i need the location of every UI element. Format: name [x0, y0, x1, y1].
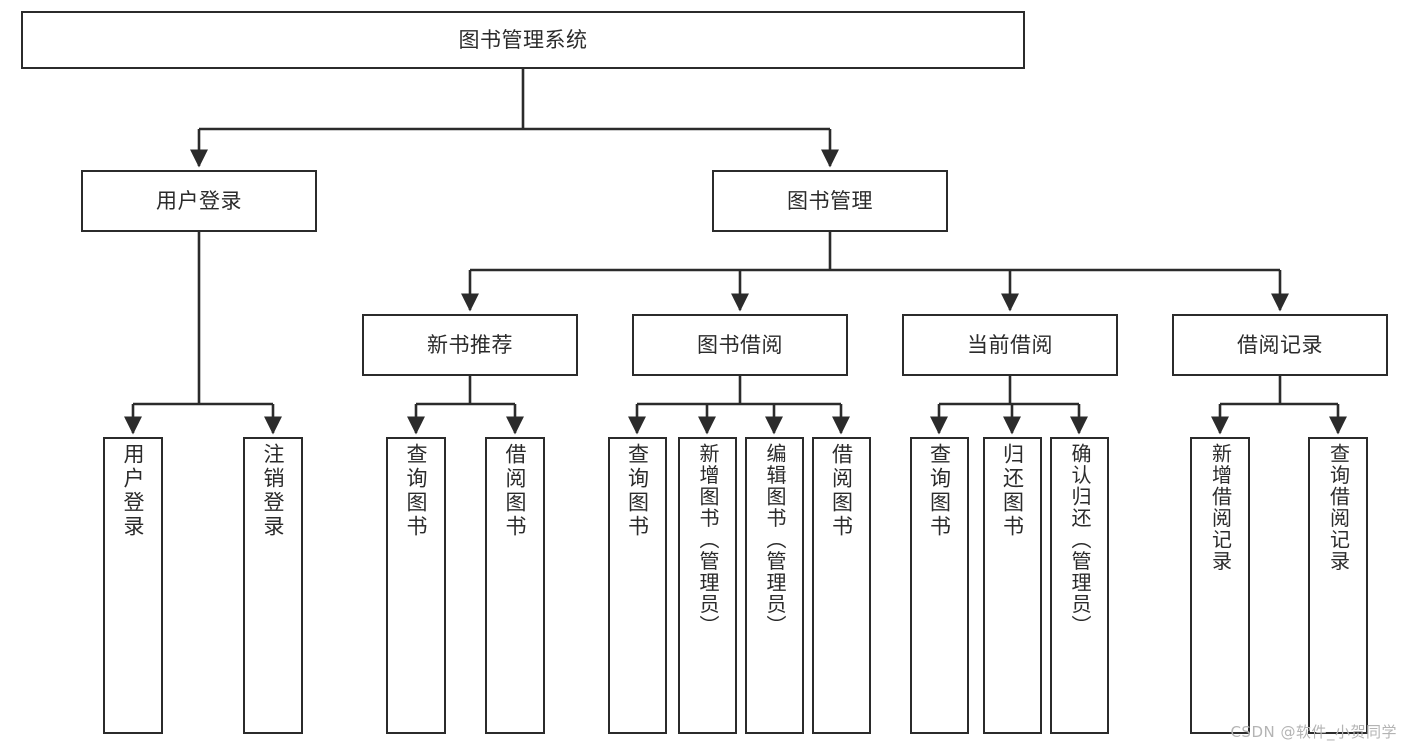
leaf-borrow-book-1-label: 借阅图书: [503, 443, 528, 539]
leaf-edit-book[interactable]: 编辑图书（管理员）: [745, 437, 804, 734]
leaf-borrow-book-1[interactable]: 借阅图书: [485, 437, 545, 734]
leaf-confirm-return-label: 确认归还（管理员）: [1068, 443, 1092, 637]
leaf-query-record-label: 查询借阅记录: [1326, 443, 1351, 572]
leaf-add-record-label: 新增借阅记录: [1208, 443, 1233, 572]
leaf-query-book-2-label: 查询图书: [625, 443, 650, 539]
leaf-return-book[interactable]: 归还图书: [983, 437, 1042, 734]
leaf-logout[interactable]: 注销登录: [243, 437, 303, 734]
node-book-borrow-label: 图书借阅: [697, 332, 783, 357]
csdn-watermark: CSDN @软件_小贺同学: [1230, 723, 1397, 741]
node-borrow-record[interactable]: 借阅记录: [1172, 314, 1388, 376]
leaf-borrow-book-2[interactable]: 借阅图书: [812, 437, 871, 734]
node-new-book-rec[interactable]: 新书推荐: [362, 314, 578, 376]
leaf-query-book-1[interactable]: 查询图书: [386, 437, 446, 734]
leaf-query-book-1-label: 查询图书: [404, 443, 429, 539]
leaf-add-record[interactable]: 新增借阅记录: [1190, 437, 1250, 734]
node-current-borrow[interactable]: 当前借阅: [902, 314, 1118, 376]
leaf-query-book-3[interactable]: 查询图书: [910, 437, 969, 734]
node-borrow-record-label: 借阅记录: [1237, 332, 1323, 357]
leaf-return-book-label: 归还图书: [1000, 443, 1025, 539]
leaf-query-record[interactable]: 查询借阅记录: [1308, 437, 1368, 734]
leaf-edit-book-label: 编辑图书（管理员）: [763, 443, 787, 637]
node-book-borrow[interactable]: 图书借阅: [632, 314, 848, 376]
leaf-query-book-3-label: 查询图书: [927, 443, 952, 539]
node-user-login[interactable]: 用户登录: [81, 170, 317, 232]
leaf-add-book[interactable]: 新增图书（管理员）: [678, 437, 737, 734]
leaf-confirm-return[interactable]: 确认归还（管理员）: [1050, 437, 1109, 734]
leaf-user-login-label: 用户登录: [121, 443, 146, 539]
leaf-user-login[interactable]: 用户登录: [103, 437, 163, 734]
node-current-borrow-label: 当前借阅: [967, 332, 1053, 357]
node-root[interactable]: 图书管理系统: [21, 11, 1025, 69]
node-root-label: 图书管理系统: [458, 27, 588, 52]
node-book-manage-label: 图书管理: [787, 188, 873, 213]
node-user-login-label: 用户登录: [156, 188, 242, 213]
node-book-manage[interactable]: 图书管理: [712, 170, 948, 232]
leaf-logout-label: 注销登录: [261, 443, 286, 539]
node-new-book-rec-label: 新书推荐: [427, 332, 513, 357]
leaf-borrow-book-2-label: 借阅图书: [829, 443, 854, 539]
leaf-add-book-label: 新增图书（管理员）: [696, 443, 720, 637]
leaf-query-book-2[interactable]: 查询图书: [608, 437, 667, 734]
